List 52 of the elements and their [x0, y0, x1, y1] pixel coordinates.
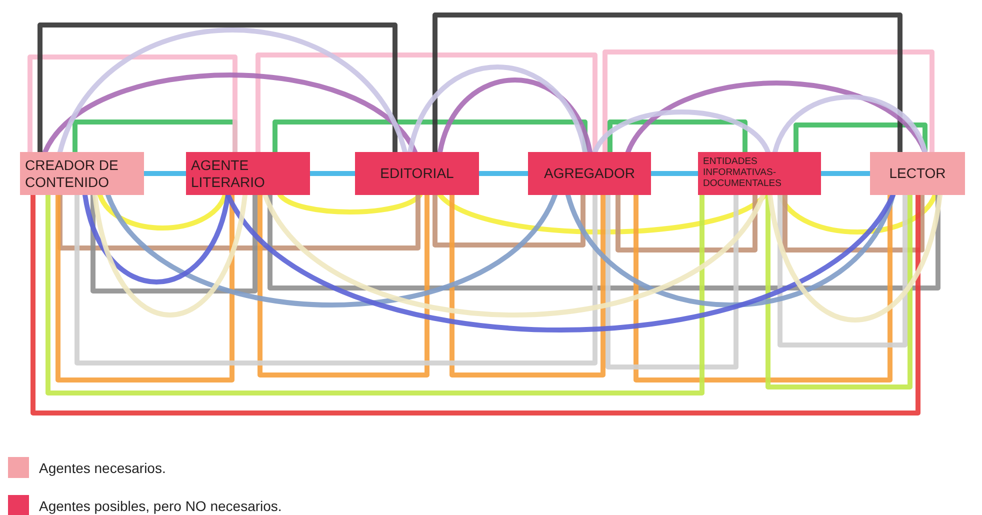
- connector-line: [82, 192, 230, 284]
- legend-label: Agentes posibles, pero NO necesarios.: [39, 498, 282, 514]
- connector-line: [616, 192, 758, 252]
- connector-line: [278, 192, 422, 214]
- connector-line: [30, 192, 920, 416]
- connector-line: [432, 12, 902, 154]
- connector-line: [226, 192, 896, 332]
- connector-line: [592, 110, 770, 154]
- connector-line: [258, 192, 430, 378]
- connector-line: [772, 94, 928, 154]
- connector-line: [778, 192, 908, 348]
- connector-line: [256, 52, 598, 154]
- agent-box: [870, 152, 965, 195]
- connector-line: [262, 192, 766, 318]
- connector-line: [794, 122, 928, 154]
- connector-line: [106, 192, 558, 308]
- connector-line: [268, 192, 940, 290]
- connector-line: [566, 192, 896, 308]
- connector-line: [272, 120, 588, 154]
- agent-box: [20, 152, 144, 195]
- connector-line: [768, 192, 942, 322]
- legend-label: Agentes necesarios.: [39, 460, 166, 476]
- connector-line: [634, 192, 892, 382]
- connector-line: [766, 192, 912, 390]
- connector-line: [602, 50, 934, 154]
- connector-line: [450, 192, 606, 378]
- agent-box: [698, 152, 821, 195]
- connector-line: [438, 192, 768, 234]
- agent-box: [186, 152, 310, 195]
- connector-line: [28, 54, 238, 154]
- connector-line: [90, 192, 258, 294]
- agent-label: AGREGADOR: [544, 165, 635, 182]
- agent-label: LECTOR: [889, 165, 946, 182]
- connector-line: [74, 192, 598, 366]
- connector-line: [432, 192, 586, 248]
- connector-line: [408, 64, 588, 154]
- connector-line: [782, 192, 924, 252]
- agent-box: [528, 152, 651, 195]
- agent-label: CREADOR DE CONTENIDO: [25, 157, 120, 190]
- connector-line: [42, 72, 418, 154]
- agent-box: [355, 152, 479, 195]
- connector-line: [608, 120, 748, 154]
- connector-line: [56, 192, 234, 382]
- agent-label: EDITORIAL: [380, 165, 454, 182]
- connector-line: [46, 192, 704, 396]
- connector-line: [606, 192, 738, 370]
- connector-line: [98, 192, 228, 230]
- connector-line: [92, 192, 248, 318]
- agent-label: ENTIDADES INFORMATIVAS-DOCUMENTALES: [703, 157, 782, 190]
- connector-line: [58, 192, 420, 250]
- connector-line: [438, 78, 592, 154]
- agent-label: AGENTE LITERARIO: [191, 157, 266, 190]
